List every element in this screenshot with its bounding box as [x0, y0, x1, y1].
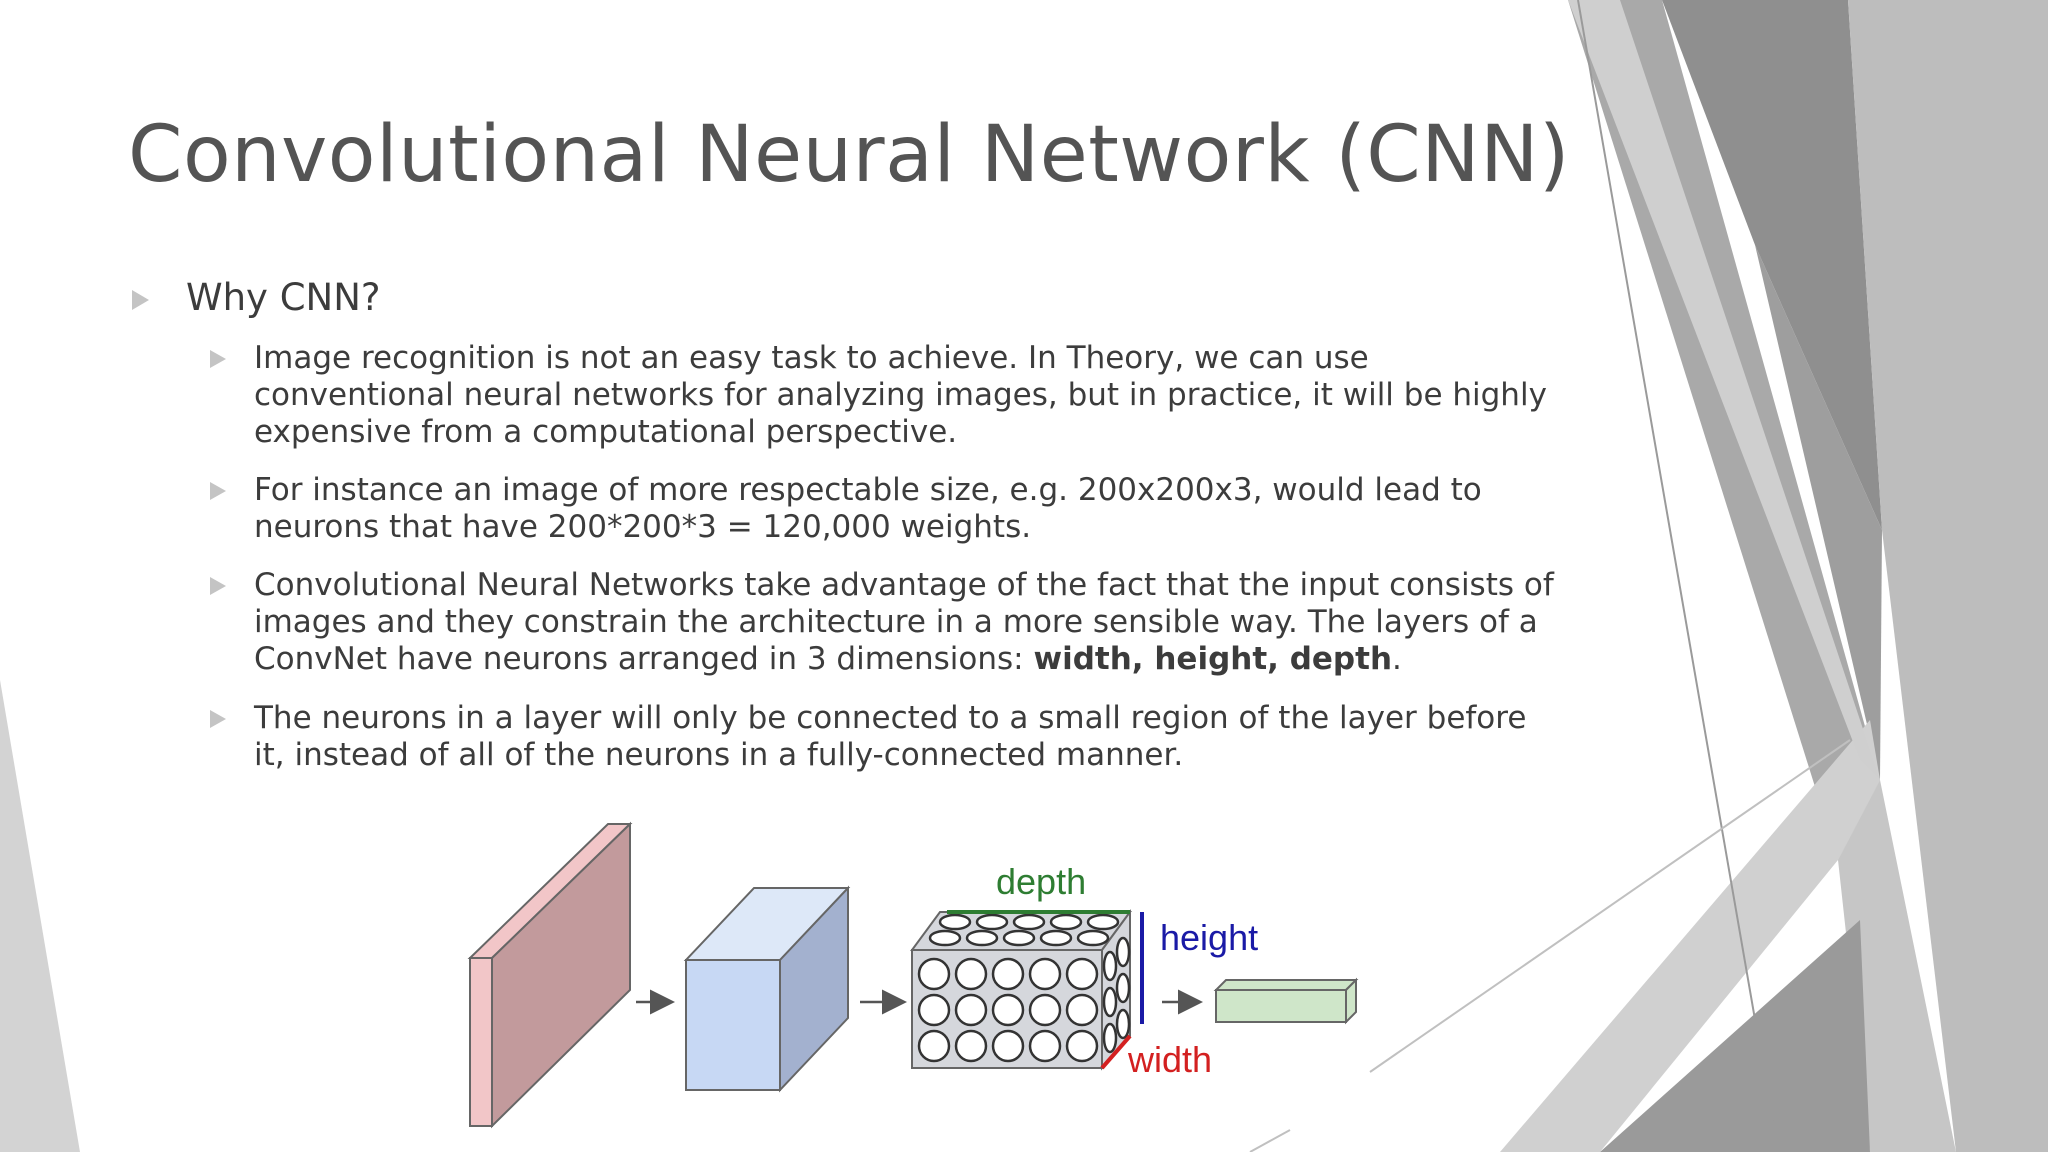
- neuron-circle: [917, 993, 951, 1027]
- neuron-circle: [1086, 913, 1120, 931]
- neuron-circle: [938, 913, 972, 931]
- sub-bullet-text: Image recognition is not an easy task to…: [254, 340, 1547, 450]
- neuron-circle: [954, 957, 988, 991]
- sub-bullet-text: For instance an image of more respectabl…: [254, 472, 1482, 545]
- neuron-circle: [1039, 929, 1073, 947]
- neuron-circle: [1076, 929, 1110, 947]
- neuron-circle: [1028, 957, 1062, 991]
- output-volume: [1213, 977, 1359, 1025]
- slide-title: Convolutional Neural Network (CNN): [128, 110, 1570, 200]
- cnn-diagram: depth height width: [467, 821, 1359, 1129]
- neuron-circle: [1028, 1029, 1062, 1063]
- neuron-circle: [928, 929, 962, 947]
- sub-bullet-arrow-icon: [210, 350, 226, 368]
- neuron-circle: [991, 957, 1025, 991]
- sub-bullet-arrow-icon: [210, 710, 226, 728]
- neuron-circle: [965, 929, 999, 947]
- sub-bullet-bold-text: width, height, depth: [1033, 641, 1393, 677]
- neuron-circle: [1049, 913, 1083, 931]
- neuron-circle: [975, 913, 1009, 931]
- neuron-circle: [1028, 993, 1062, 1027]
- neuron-circle: [917, 957, 951, 991]
- height-label: height: [1160, 917, 1258, 958]
- sub-bullet-text: Convolutional Neural Networks take advan…: [254, 567, 1554, 678]
- sub-bullet-text-after: .: [1392, 641, 1402, 677]
- neuron-circle: [1012, 913, 1046, 931]
- sub-bullet-text-before: Convolutional Neural Networks take advan…: [254, 567, 1554, 677]
- neuron-circle: [1065, 1029, 1099, 1063]
- bullet-label: Why CNN?: [186, 276, 381, 319]
- neuron-circle: [991, 1029, 1025, 1063]
- depth-label: depth: [996, 861, 1086, 902]
- neuron-circle: [1102, 1022, 1118, 1054]
- neuron-circle: [954, 993, 988, 1027]
- sub-bullet-arrow-icon: [210, 577, 226, 595]
- hidden-volume: [683, 885, 851, 1093]
- neuron-circle: [1002, 929, 1036, 947]
- neuron-circle: [917, 1029, 951, 1063]
- width-label: width: [1127, 1039, 1212, 1080]
- neuron-circle: [1102, 986, 1118, 1018]
- neuron-volume: depth height width: [910, 861, 1258, 1080]
- neuron-circle: [1115, 936, 1131, 968]
- neuron-circle: [1065, 957, 1099, 991]
- sub-bullet-text: The neurons in a layer will only be conn…: [254, 700, 1527, 773]
- neuron-circle: [1065, 993, 1099, 1027]
- neuron-circle: [1102, 950, 1118, 982]
- neuron-circle: [954, 1029, 988, 1063]
- neuron-circle: [991, 993, 1025, 1027]
- bullet-arrow-icon: [132, 290, 149, 310]
- neuron-circle: [1115, 972, 1131, 1004]
- neuron-circle: [1115, 1008, 1131, 1040]
- input-volume: [467, 821, 633, 1129]
- sub-bullet-arrow-icon: [210, 482, 226, 500]
